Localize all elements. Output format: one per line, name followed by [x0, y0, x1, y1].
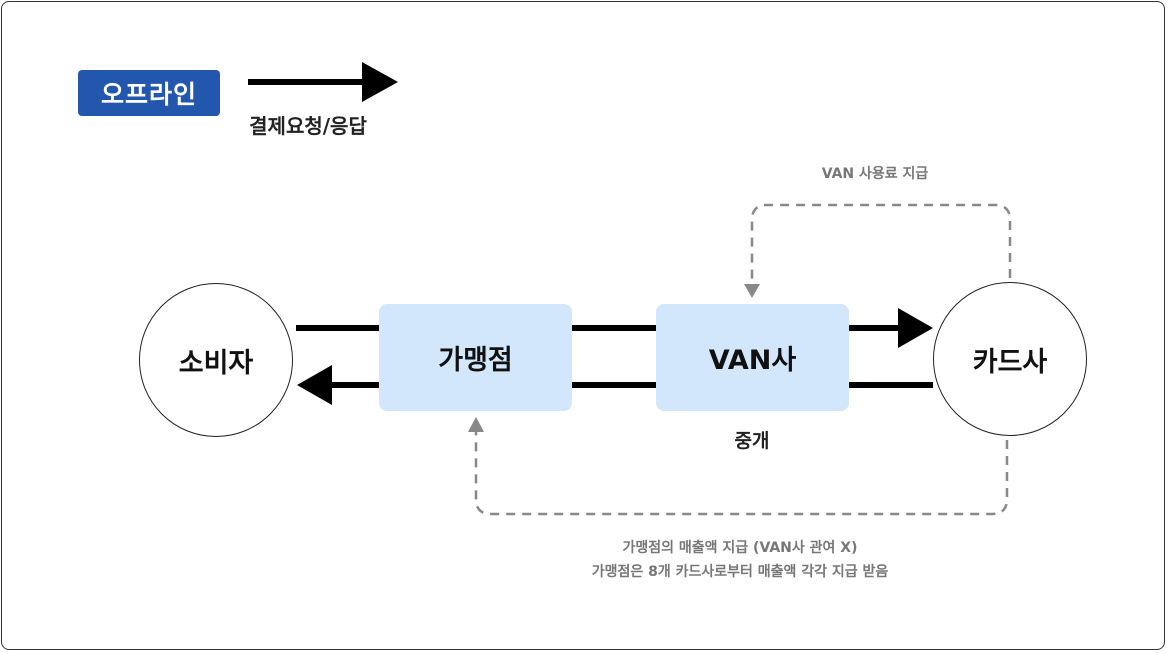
response-arrowhead — [297, 365, 332, 405]
card-company-node: 카드사 — [933, 282, 1087, 436]
legend-arrow — [248, 62, 398, 102]
sales-dashed-line — [468, 417, 1009, 516]
response-flow-line — [297, 365, 933, 405]
offline-badge: 오프라인 — [78, 70, 220, 116]
consumer-node: 소비자 — [139, 283, 293, 437]
van-fee-arrowhead — [744, 284, 760, 298]
van-node: VAN사 — [656, 304, 849, 411]
card-company-label: 카드사 — [972, 346, 1048, 378]
sales-arrowhead — [468, 417, 484, 432]
legend-arrow-label: 결제요청/응답 — [249, 114, 367, 138]
van-fee-caption: VAN 사용료 지급 — [821, 166, 929, 182]
request-arrowhead — [898, 308, 933, 348]
van-label: VAN사 — [708, 345, 797, 376]
merchant-label: 가맹점 — [438, 345, 513, 376]
consumer-label: 소비자 — [178, 347, 254, 379]
sales-caption-line1: 가맹점의 매출액 지급 (VAN사 관여 X) — [622, 540, 858, 556]
sales-caption-line2: 가맹점은 8개 카드사로부터 매출액 각각 지급 받음 — [591, 564, 889, 580]
intermediary-label: 중개 — [734, 430, 770, 452]
merchant-node: 가맹점 — [379, 304, 572, 411]
van-fee-dashed-line — [744, 203, 1012, 298]
request-flow-line — [296, 308, 933, 348]
